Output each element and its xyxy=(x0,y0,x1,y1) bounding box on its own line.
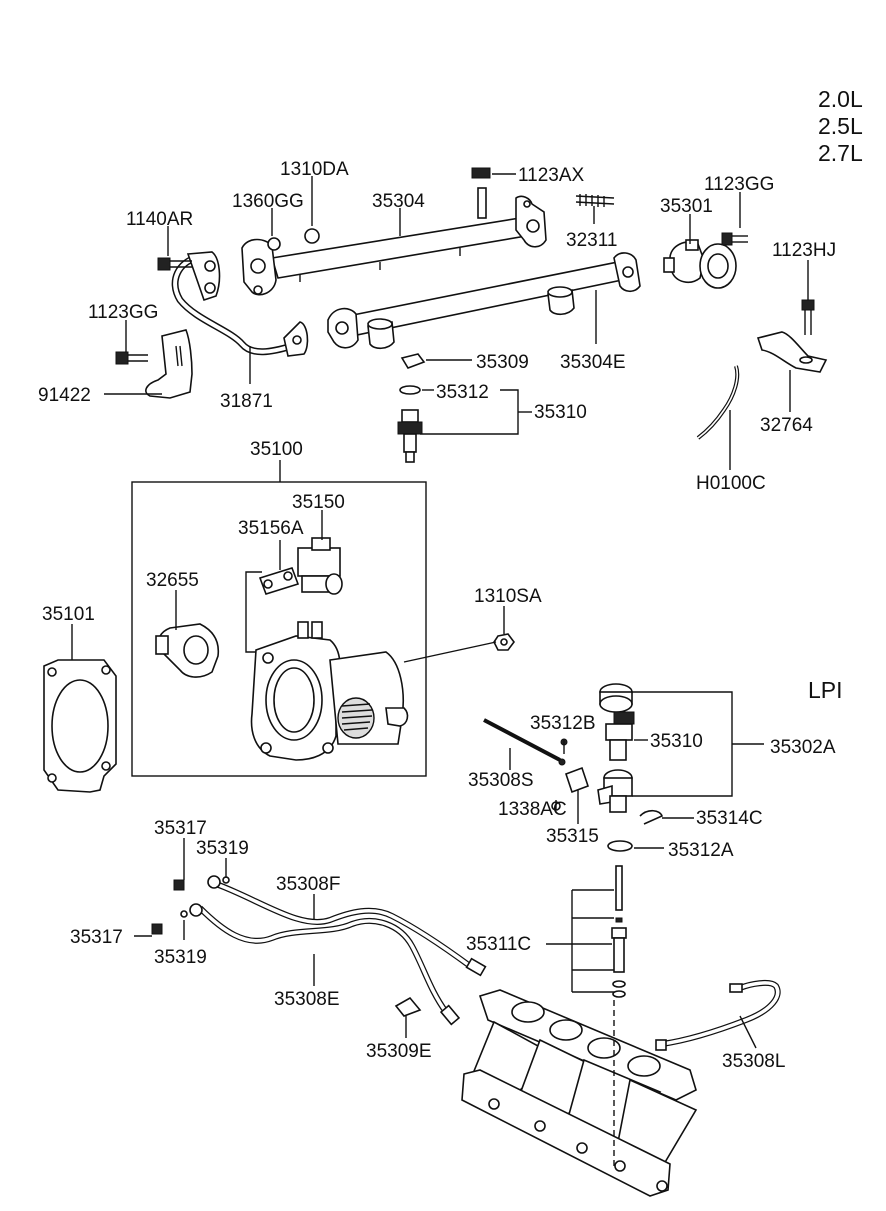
throttle-body-drawing xyxy=(250,621,409,761)
hose-35308e-drawing xyxy=(197,905,461,1026)
label-35310-upper: 35310 xyxy=(534,402,587,423)
fuel-rail-upper-drawing xyxy=(241,167,547,296)
engine-variant-2-5l: 2.5L xyxy=(818,113,863,139)
label-35309e: 35309E xyxy=(366,1041,432,1062)
label-h0100c: H0100C xyxy=(696,473,766,494)
label-35317-bottom: 35317 xyxy=(70,927,123,948)
part-labels: 1310DA 1123AX 1360GG 35304 1140AR 32311 … xyxy=(38,159,836,1072)
label-35319-top: 35319 xyxy=(196,838,249,859)
label-1140ar: 1140AR xyxy=(126,209,193,230)
label-35312a: 35312A xyxy=(668,840,734,861)
clip-35314c-drawing xyxy=(639,809,663,825)
intake-manifold-drawing xyxy=(461,989,698,1197)
label-35304: 35304 xyxy=(372,191,425,212)
label-91422: 91422 xyxy=(38,385,91,406)
label-1360gg: 1360GG xyxy=(232,191,304,212)
label-1310da: 1310DA xyxy=(280,159,349,180)
throttle-body-assembly-box xyxy=(131,481,427,777)
label-35302a: 35302A xyxy=(770,737,836,758)
bolt-1140ar-drawing xyxy=(157,257,192,271)
label-35312: 35312 xyxy=(436,382,489,403)
o-ring-35312-drawing xyxy=(399,385,421,395)
actuator-35150-drawing xyxy=(297,537,343,595)
bolt-1123gg-regulator-drawing xyxy=(721,232,748,246)
leader-lines xyxy=(71,173,809,1049)
label-35314c: 35314C xyxy=(696,808,763,829)
label-35315: 35315 xyxy=(546,826,599,847)
gasket-35101-drawing xyxy=(43,659,117,793)
engine-variant-2-0l: 2.0L xyxy=(818,86,863,112)
label-35308l: 35308L xyxy=(722,1051,785,1072)
label-35308f: 35308F xyxy=(276,874,340,895)
label-35312b: 35312B xyxy=(530,713,596,734)
label-35101: 35101 xyxy=(42,604,95,625)
fuel-pipe-31871-drawing xyxy=(171,251,309,357)
label-31871: 31871 xyxy=(220,391,273,412)
lpi-injector-group-drawing xyxy=(597,683,635,852)
fittings-drawing xyxy=(151,875,230,935)
label-32764: 32764 xyxy=(760,415,813,436)
harness-35308s-drawing xyxy=(483,718,566,766)
clip-35309e-drawing xyxy=(394,996,422,1017)
label-35301: 35301 xyxy=(660,196,713,217)
injector-kit-35311c-drawing xyxy=(611,865,627,998)
hose-35308f-drawing xyxy=(214,881,487,977)
gasket-35156a-drawing xyxy=(258,567,300,595)
hose-h0100c-drawing xyxy=(696,365,740,440)
label-32655: 32655 xyxy=(146,570,199,591)
label-1310sa: 1310SA xyxy=(474,586,542,607)
hose-35308l-drawing xyxy=(655,979,781,1051)
label-1338ac: 1338AC xyxy=(498,799,567,820)
label-35310-lpi: 35310 xyxy=(650,731,703,752)
label-35150: 35150 xyxy=(292,492,345,513)
pressure-regulator-drawing xyxy=(663,239,737,289)
sensor-32655-drawing xyxy=(155,623,220,678)
lpi-label: LPI xyxy=(808,677,843,703)
label-35100: 35100 xyxy=(250,439,303,460)
bracket-35315-drawing xyxy=(564,766,590,794)
engine-variant-2-7l: 2.7L xyxy=(818,140,863,166)
label-35308s: 35308S xyxy=(468,770,534,791)
label-35156a: 35156A xyxy=(238,518,304,539)
bracket-32764-drawing xyxy=(756,299,828,373)
clip-35309-drawing xyxy=(400,353,426,369)
label-35317-top: 35317 xyxy=(154,818,207,839)
label-1123gg-bracket: 1123GG xyxy=(88,302,158,323)
label-1123ax: 1123AX xyxy=(518,165,585,186)
stud-32311-drawing xyxy=(575,194,615,207)
gasket-leader xyxy=(245,571,262,653)
label-35319-bottom: 35319 xyxy=(154,947,207,968)
label-1123gg-regulator: 1123GG xyxy=(704,174,774,195)
label-35311c: 35311C xyxy=(466,934,531,955)
label-35304e: 35304E xyxy=(560,352,626,373)
injector-35310-drawing xyxy=(397,409,423,463)
fuel-rail-lower-drawing xyxy=(327,252,641,350)
label-32311: 32311 xyxy=(566,230,617,251)
label-35309: 35309 xyxy=(476,352,529,373)
label-35308e: 35308E xyxy=(274,989,340,1010)
label-1123hj: 1123HJ xyxy=(772,240,836,261)
bracket-91422-drawing xyxy=(115,329,193,399)
